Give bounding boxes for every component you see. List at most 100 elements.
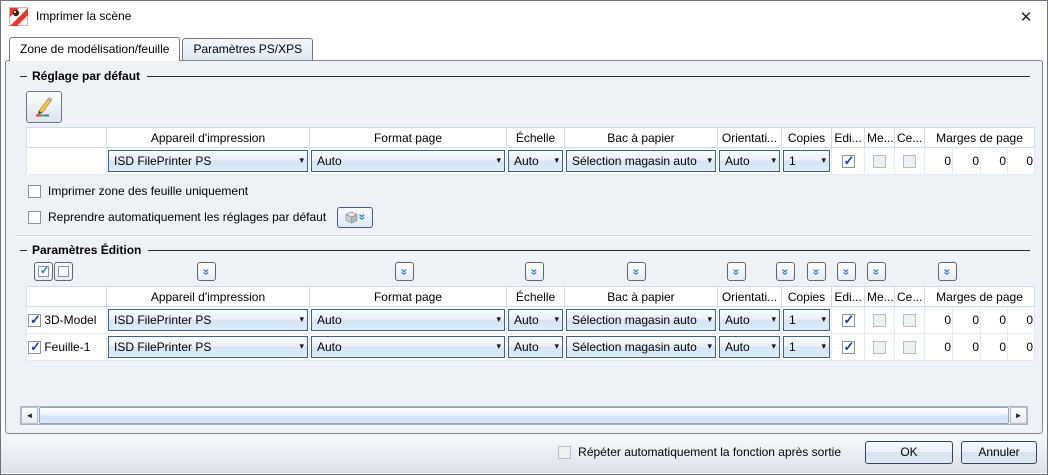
tray-select-value: Sélection magasin auto	[572, 340, 697, 354]
print-zone-checkbox[interactable]	[28, 184, 41, 198]
scale-select[interactable]: Auto ▾	[508, 309, 563, 331]
apply-margins-column-button[interactable]: »	[938, 262, 957, 281]
margin-bottom-value[interactable]: 0	[1006, 333, 1036, 361]
copies-select-value: 1	[789, 154, 796, 168]
col-device: Appareil d'impression	[106, 127, 310, 148]
edit-default-settings-button[interactable]	[26, 91, 62, 123]
copies-select[interactable]: 1▾	[783, 336, 830, 358]
col-orientation: Orientati...	[717, 286, 782, 307]
row-select-checkbox[interactable]	[28, 312, 41, 328]
margin-bottom-value[interactable]: 0	[1006, 306, 1036, 334]
chevron-down-icon: »	[199, 268, 214, 275]
repeat-function-checkbox[interactable]	[558, 445, 572, 459]
margin-top-value[interactable]: 0	[952, 147, 981, 175]
tray-select[interactable]: Sélection magasin auto▾	[566, 150, 716, 172]
format-select[interactable]: Auto▾	[311, 309, 505, 331]
orientation-select[interactable]: Auto▾	[719, 336, 780, 358]
margin-top-value[interactable]: 0	[952, 306, 981, 334]
resume-defaults-checkbox[interactable]	[28, 210, 41, 224]
margin-right-value[interactable]: 0	[980, 147, 1008, 175]
me-checkbox	[873, 341, 886, 355]
margin-right-value[interactable]: 0	[980, 333, 1008, 361]
margin-bottom-value[interactable]: 0	[1006, 147, 1036, 175]
edit-checkbox[interactable]	[841, 312, 855, 328]
dropdown-arrow-icon: ▾	[554, 154, 559, 165]
edit-checkbox[interactable]	[841, 339, 855, 355]
apply-defaults-to-all-button[interactable]: »	[337, 206, 374, 228]
col-me: Me...	[864, 127, 895, 148]
copies-select[interactable]: 1▾	[783, 150, 830, 172]
table-header-row: Appareil d'impression Format page Échell…	[26, 286, 1036, 307]
chevron-down-icon: »	[397, 268, 412, 275]
margin-left-value[interactable]: 0	[924, 147, 953, 175]
print-zone-label: Imprimer zone des feuille uniquement	[48, 184, 249, 198]
apply-device-column-button[interactable]: »	[197, 262, 216, 281]
row-label-cell	[26, 147, 107, 175]
margin-right-value[interactable]: 0	[980, 306, 1008, 334]
margin-top-value[interactable]: 0	[952, 333, 981, 361]
apply-orientation-column-button[interactable]: »	[727, 262, 746, 281]
tab-parametres-ps-xps[interactable]: Paramètres PS/XPS	[182, 38, 314, 60]
tray-select[interactable]: Sélection magasin auto▾	[566, 309, 716, 331]
col-edit: Edi...	[831, 127, 865, 148]
row-select-checkbox[interactable]	[28, 339, 41, 355]
cancel-button[interactable]: Annuler	[961, 440, 1037, 464]
col-me: Me...	[864, 286, 895, 307]
ok-button[interactable]: OK	[865, 440, 953, 464]
device-select[interactable]: ISD FilePrinter PS▾	[108, 309, 308, 331]
tray-select[interactable]: Sélection magasin auto▾	[566, 336, 716, 358]
edit-checkbox[interactable]	[841, 153, 855, 169]
tab-page: Réglage par défaut	[5, 60, 1043, 434]
orientation-select[interactable]: Auto▾	[719, 150, 780, 172]
dropdown-arrow-icon: ▾	[496, 154, 501, 165]
device-select[interactable]: ISD FilePrinter PS▾	[108, 150, 308, 172]
apply-scale-column-button[interactable]: »	[525, 262, 544, 281]
apply-ce-column-button[interactable]: »	[867, 262, 886, 281]
apply-me-column-button[interactable]: »	[837, 262, 856, 281]
format-select-value: Auto	[317, 313, 342, 327]
col-ce: Ce...	[894, 286, 925, 307]
default-settings-table: Appareil d'impression Format page Échell…	[26, 127, 1036, 175]
row-name: Feuille-1	[44, 339, 91, 354]
row-name: 3D-Model	[44, 312, 97, 327]
scrollbar-thumb[interactable]	[39, 407, 1009, 424]
dropdown-arrow-icon: ▾	[299, 313, 304, 324]
col-scale: Échelle	[506, 127, 565, 148]
col-tray: Bac à papier	[564, 286, 718, 307]
scale-select-value: Auto	[514, 313, 539, 327]
scale-select[interactable]: Auto▾	[508, 150, 563, 172]
copies-select[interactable]: 1▾	[783, 309, 830, 331]
chevron-down-icon: »	[355, 213, 370, 221]
default-group-title: Réglage par défaut	[32, 69, 141, 83]
format-select-value: Auto	[317, 340, 342, 354]
table-header-row: Appareil d'impression Format page Échell…	[26, 127, 1036, 148]
apply-format-column-button[interactable]: »	[395, 262, 414, 281]
apply-tray-column-button[interactable]: »	[627, 262, 646, 281]
cancel-button-label: Annuler	[978, 445, 1020, 459]
format-select[interactable]: Auto▾	[311, 336, 505, 358]
margin-left-value[interactable]: 0	[924, 306, 953, 334]
margin-left-value[interactable]: 0	[924, 333, 953, 361]
scroll-right-button[interactable]: ►	[1010, 407, 1027, 424]
repeat-function-label: Répéter automatiquement la fonction aprè…	[578, 445, 841, 459]
apply-edit-column-button[interactable]: »	[807, 262, 826, 281]
chevron-down-icon: »	[809, 268, 824, 275]
close-button[interactable]: ✕	[1015, 7, 1037, 27]
dropdown-arrow-icon: ▾	[554, 340, 559, 351]
dropdown-arrow-icon: ▾	[554, 313, 559, 324]
tab-label: Paramètres PS/XPS	[193, 42, 303, 56]
col-orientation: Orientati...	[717, 127, 782, 148]
format-select[interactable]: Auto▾	[311, 150, 505, 172]
scroll-left-button[interactable]: ◄	[21, 407, 38, 424]
deselect-all-rows-button[interactable]	[54, 262, 73, 281]
default-group-header: Réglage par défaut	[20, 68, 1030, 84]
device-select[interactable]: ISD FilePrinter PS▾	[108, 336, 308, 358]
select-all-rows-button[interactable]	[34, 262, 53, 281]
horizontal-scrollbar[interactable]: ◄ ►	[20, 406, 1028, 425]
edition-settings-table: Appareil d'impression Format page Échell…	[26, 286, 1036, 361]
apply-copies-column-button[interactable]: »	[776, 262, 795, 281]
table-row-feuille-1: Feuille-1 ISD FilePrinter PS▾ Auto▾ Auto…	[26, 333, 1036, 361]
orientation-select[interactable]: Auto▾	[719, 309, 780, 331]
tab-zone-modelisation[interactable]: Zone de modélisation/feuille	[9, 37, 181, 61]
scale-select[interactable]: Auto▾	[508, 336, 563, 358]
